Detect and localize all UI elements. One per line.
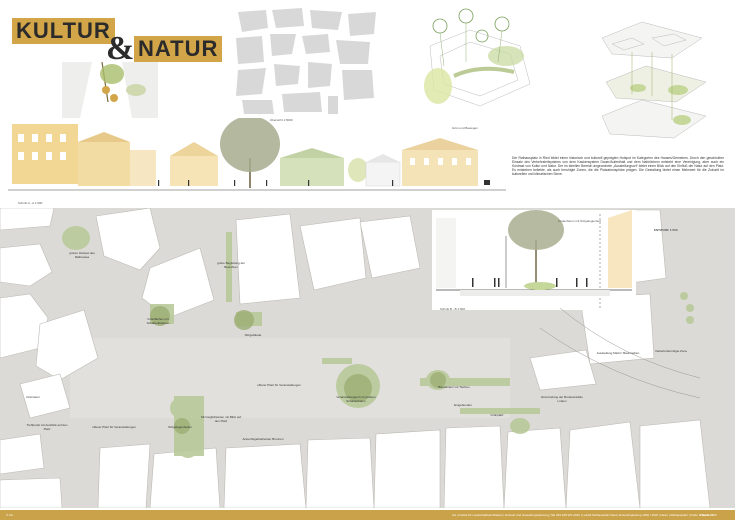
footer-right: Plan Nr. 1 [700, 513, 714, 517]
plan-label: Eingebunden [454, 403, 472, 407]
long-section [8, 118, 506, 191]
flower-icon [102, 86, 110, 94]
plan-label: grüner Hotspot des Rathauses [69, 251, 95, 259]
title-block: KULTUR & NATUR [12, 18, 223, 80]
plan-label: Grünplatz [490, 413, 504, 417]
bench-icon [475, 29, 489, 43]
plan-label: Ausstellung Markt / Baumreihen [596, 351, 640, 355]
plan-label: Grünflächen mit Schattenbäumen [146, 317, 170, 325]
schwarzplan-caption: Übersicht 1:5000 [270, 118, 293, 122]
plan-label: Sitzgelegenheiten [168, 425, 192, 429]
title-ampersand: & [106, 30, 135, 67]
plan-label: Treffpunkt mit Ausblick auf den Platz [26, 423, 68, 431]
description-paragraph: Der Rathausplatz in Ried bildet einen hi… [512, 156, 724, 177]
tree-icon [220, 118, 280, 172]
plan-label: Einmündung der Bundesstraße Linden [541, 395, 583, 403]
short-section-caption: Schnitt B - B 1:500 [440, 307, 466, 311]
plan-label: offener Platz für Veranstaltungen [257, 383, 301, 387]
plan-label: Verkehrsberuhigte Zone [654, 349, 688, 353]
concept-diagram [424, 8, 531, 107]
section-detail-caption: Lindenbaum mit Sitzgelegenheit [558, 219, 601, 223]
plan-label: Grünraum [26, 395, 40, 399]
footer-center: UA | Institut für Landschaftsarchitektur… [452, 513, 717, 517]
long-section-caption: Schnitt A - A 1:500 [18, 201, 43, 205]
flower-icon [494, 16, 510, 32]
plan-label: Baumkranz mit Tischen [438, 385, 470, 389]
people-icon [458, 8, 474, 24]
tree-icon [100, 64, 124, 84]
diagram-caption: Grün und Bewegen [452, 126, 478, 130]
plan-label: Ankunftsgebietheister Brunnen [242, 437, 284, 441]
entwurf-caption: ENTWURF 1:500 [654, 228, 678, 232]
title-kultur: KULTUR [12, 18, 115, 44]
footer-bar: © AA UA | Institut für Landschaftsarchit… [0, 510, 735, 520]
schwarzplan [232, 6, 380, 116]
footer-left: © AA [6, 513, 13, 517]
plan-label: Veranstaltungsort mit großem Schattenbau… [336, 395, 376, 403]
plan-label: grüne Begleitung der Bewohner [217, 261, 245, 269]
title-natur: NATUR [134, 36, 223, 62]
plan-label: Sitzmöglichkeiten mit Blick auf den Plat… [200, 415, 242, 423]
exploded-axonometry [601, 21, 707, 139]
short-section [436, 210, 632, 296]
tree-icon [432, 18, 448, 34]
title-collage [62, 62, 158, 118]
tree-icon [508, 210, 564, 250]
plan-label: offener Platz für Veranstaltungen [92, 425, 136, 429]
plan-label: Sitzgebäude [244, 333, 262, 337]
